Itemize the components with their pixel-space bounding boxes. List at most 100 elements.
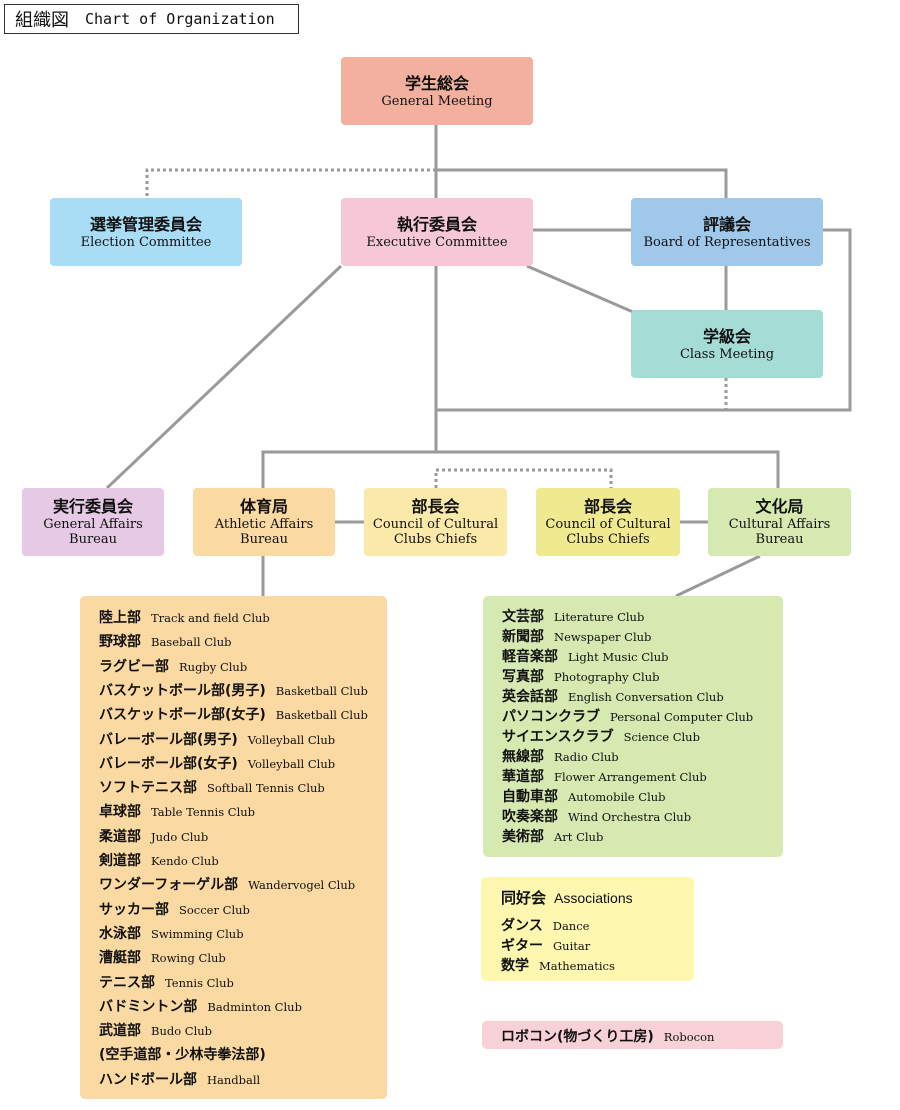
athletic-club-item: バスケットボール部(女子)Basketball Club [99, 704, 368, 724]
node-general-affairs-en1: General Affairs [43, 517, 143, 532]
node-council1-en2: Clubs Chiefs [393, 532, 478, 547]
node-cultural-jp: 文化局 [755, 497, 804, 516]
athletic-club-item: ソフトテニス部 Softball Tennis Club [99, 777, 325, 797]
cultural-club-item-jp: 文芸部 [502, 609, 544, 625]
athletic-club-item-en: Baseball Club [151, 635, 232, 650]
cultural-club-item: 華道部 Flower Arrangement Club [502, 766, 707, 786]
node-executive-committee-jp: 執行委員会 [396, 214, 477, 234]
athletic-club-item-jp: 卓球部 [99, 804, 141, 821]
cultural-club-item-en: Art Club [554, 830, 604, 844]
athletic-club-item: バスケットボール部(男子)Basketball Club [99, 680, 368, 700]
cultural-club-item-en: Automobile Club [568, 790, 666, 804]
cultural-club-item-jp: 軽音楽部 [502, 649, 558, 665]
robocon-jp: ロボコン(物づくり工房) [501, 1029, 654, 1045]
robocon-box: ロボコン(物づくり工房) Robocon [482, 1021, 783, 1049]
athletic-club-item-jp: 水泳部 [99, 925, 141, 942]
node-board-en: Board of Representatives [643, 234, 811, 250]
association-item-en: Mathematics [539, 959, 615, 973]
associations-header-en: Associations [554, 890, 633, 906]
athletic-club-item-en: Rowing Club [151, 951, 226, 966]
node-council2-en2: Clubs Chiefs [566, 532, 650, 547]
athletic-club-item-en: Budo Club [151, 1024, 213, 1039]
athletic-club-item-jp: ワンダーフォーゲル部 [99, 877, 239, 894]
cultural-club-item-jp: サイエンスクラブ [502, 729, 614, 745]
cultural-club-item-jp: 自動車部 [502, 789, 558, 805]
node-general-affairs-jp: 実行委員会 [52, 497, 133, 516]
athletic-club-item-en: Basketball Club [275, 708, 368, 723]
athletic-club-item-jp: ソフトテニス部 [99, 780, 197, 797]
athletic-club-item-jp: 剣道部 [99, 853, 141, 869]
association-item: 数学 Mathematics [501, 955, 615, 975]
node-election-committee-jp: 選挙管理委員会 [89, 214, 202, 234]
cultural-club-item-en: Science Club [623, 730, 700, 744]
node-election-committee: 選挙管理委員会 Election Committee [50, 198, 242, 266]
cultural-club-item-jp: 華道部 [502, 769, 544, 785]
athletic-club-item-en: Table Tennis Club [151, 805, 256, 820]
athletic-club-item: 武道部 Budo Club [99, 1020, 212, 1040]
node-council2-en1: Council of Cultural [545, 517, 671, 532]
athletic-club-item: ワンダーフォーゲル部 Wandervogel Club [99, 874, 355, 894]
athletic-club-item-jp: バスケットボール部(男子) [99, 682, 266, 699]
cultural-club-item-en: Personal Computer Club [610, 710, 754, 724]
athletic-club-item-jp: 武道部 [99, 1023, 141, 1040]
chart-title: 組織図 Chart of Organization [4, 4, 299, 34]
athletic-club-item-en: Soccer Club [179, 902, 250, 917]
cultural-club-item-en: Flower Arrangement Club [554, 770, 707, 784]
node-cultural-en2: Bureau [755, 532, 804, 547]
cultural-club-item-en: Radio Club [554, 750, 619, 764]
node-athletic-affairs-bureau: 体育局 Athletic Affairs Bureau [193, 488, 335, 556]
cultural-club-item-en: Light Music Club [568, 650, 669, 664]
athletic-club-item-en: Rugby Club [179, 659, 248, 674]
athletic-club-item-jp: 柔道部 [99, 828, 141, 845]
athletic-club-item-jp: 漕艇部 [99, 950, 141, 967]
cultural-club-item: サイエンスクラブ Science Club [502, 726, 700, 746]
athletic-club-item-jp: テニス部 [99, 974, 155, 991]
athletic-club-item-en: Volleyball Club [247, 732, 336, 747]
node-athletic-en2: Bureau [240, 532, 288, 547]
cultural-club-item-jp: 吹奏楽部 [502, 809, 558, 825]
cultural-club-item: 自動車部 Automobile Club [502, 786, 666, 806]
robocon-row: ロボコン(物づくり工房) Robocon [501, 1026, 714, 1046]
node-election-committee-en: Election Committee [80, 234, 212, 250]
athletic-club-item-en: Judo Club [151, 829, 209, 844]
node-athletic-jp: 体育局 [239, 497, 288, 516]
node-class-meeting-jp: 学級会 [702, 326, 751, 346]
athletic-club-item-jp: ラグビー部 [99, 658, 169, 675]
node-cultural-affairs-bureau: 文化局 Cultural Affairs Bureau [708, 488, 851, 556]
node-athletic-en1: Athletic Affairs [214, 517, 314, 532]
association-item-jp: 数学 [501, 958, 529, 974]
node-executive-committee: 執行委員会 Executive Committee [341, 198, 533, 266]
athletic-club-item-jp: バレーボール部(男子) [99, 731, 238, 748]
athletic-club-item-en: Softball Tennis Club [207, 781, 325, 796]
node-general-affairs-bureau: 実行委員会 General Affairs Bureau [22, 488, 164, 556]
node-class-meeting: 学級会 Class Meeting [631, 310, 823, 378]
node-council1-jp: 部長会 [411, 497, 460, 516]
node-general-affairs-en2: Bureau [69, 532, 117, 547]
athletic-club-item: バレーボール部(男子) Volleyball Club [99, 729, 335, 749]
cultural-club-item-jp: 無線部 [502, 749, 544, 765]
chart-title-jp: 組織図 [15, 10, 69, 31]
athletic-club-item-en: Wandervogel Club [248, 878, 356, 893]
cultural-club-item-en: English Conversation Club [568, 690, 724, 704]
cultural-club-item-jp: 新聞部 [502, 629, 544, 645]
association-item-jp: ダンス [501, 918, 543, 934]
node-general-meeting: 学生総会 General Meeting [341, 57, 533, 125]
cultural-club-item-jp: 英会話部 [502, 689, 558, 705]
associations-header-jp: 同好会 [501, 889, 547, 907]
robocon-en: Robocon [663, 1030, 715, 1044]
cultural-club-item-en: Literature Club [554, 610, 645, 624]
